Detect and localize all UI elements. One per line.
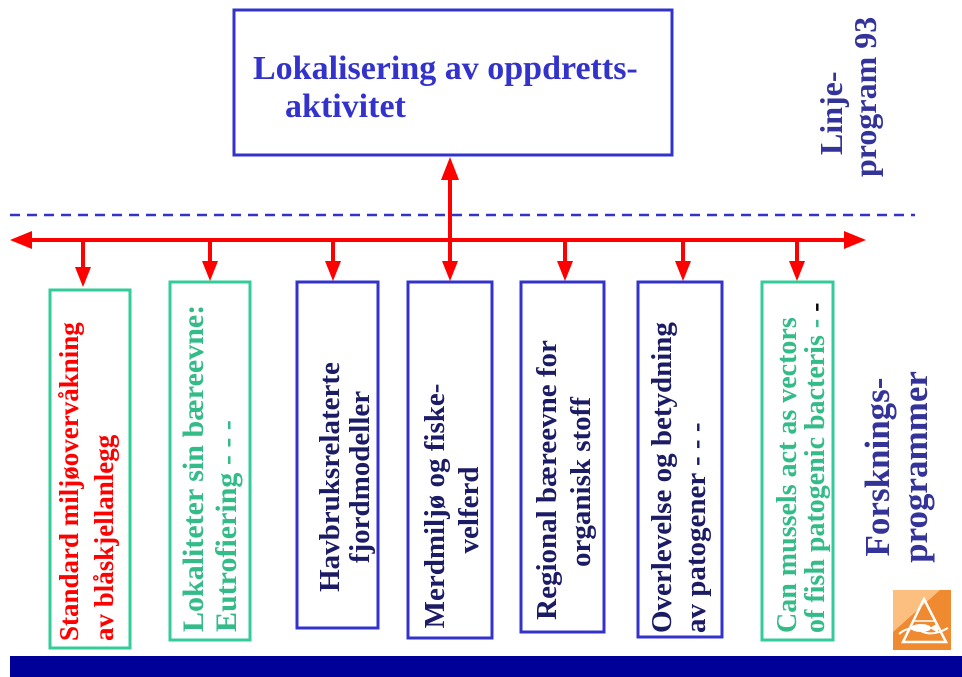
linje-program-label-line-1: Linje-	[813, 71, 849, 155]
logo-highlight	[893, 590, 940, 632]
left-arrowhead	[10, 231, 32, 249]
arrow-down-program-2	[202, 261, 218, 281]
program-box-7-line-2-text: of fish patogenic bacteris -	[800, 319, 831, 633]
fish-pyramid-logo-icon	[893, 590, 951, 650]
title-line-1: Lokalisering av oppdretts-	[253, 50, 638, 87]
program-box-7-line-1: Can mussels act as vectors	[772, 317, 803, 633]
arrow-down-program-7	[789, 261, 805, 281]
program-box-1-line-1: Standard miljøovervåkning	[54, 322, 84, 641]
title-box-frame	[232, 8, 674, 157]
arrow-up-to-title	[441, 157, 459, 180]
program-box-4-line-1: Merdmiljø og fiske-	[419, 384, 451, 629]
program-box-5-group: Regional bæreevne for organisk stoff	[519, 280, 606, 634]
program-box-7	[760, 280, 835, 642]
program-box-3	[295, 280, 380, 630]
program-box-7-group: Can mussels act as vectors of fish patog…	[760, 280, 835, 642]
program-box-1-line-2: av blåskjellanlegg	[89, 434, 119, 641]
program-box-2-line-1: Lokaliteter sin bæreevne:	[177, 305, 210, 632]
arrow-down-program-5	[557, 261, 573, 281]
program-box-6-group: Overlevelse og betydning av patogener - …	[636, 280, 724, 639]
right-arrowhead	[844, 231, 866, 249]
program-box-4	[406, 280, 494, 640]
program-box-6	[636, 280, 724, 639]
logo-fish-tail	[930, 623, 938, 633]
program-box-1	[48, 288, 132, 650]
program-box-3-line-1: Havbruksrelaterte	[314, 362, 346, 592]
arrow-down-program-4	[442, 261, 458, 281]
red-connector	[10, 157, 866, 287]
arrow-down-program-3	[325, 261, 341, 281]
program-box-5	[519, 280, 606, 634]
program-box-2	[168, 280, 252, 642]
program-box-7-line-2: of fish patogenic bacteris - -	[800, 302, 831, 633]
program-box-2-line-2: Eutrofiering - - -	[210, 420, 243, 632]
linje-program-label-line-2: program 93	[847, 17, 883, 177]
forsknings-programmer-label-line-1: Forsknings-	[858, 378, 897, 557]
program-box-1-group: Standard miljøovervåkning av blåskjellan…	[48, 288, 132, 650]
forsknings-programmer-label: Forsknings- programmer	[858, 371, 935, 563]
footer-bar	[10, 656, 962, 677]
program-box-5-line-1: Regional bæreevne for	[531, 340, 563, 620]
forsknings-programmer-label-line-2: programmer	[896, 371, 935, 563]
program-box-3-line-2: fjordmodeller	[344, 391, 376, 563]
program-box-6-line-2: av patogener - - -	[680, 423, 712, 633]
logo-fish-body	[911, 624, 931, 632]
program-box-5-line-2: organisk stoff	[565, 397, 597, 567]
title-box: Lokalisering av oppdretts- aktivitet	[232, 8, 674, 157]
program-box-4-line-2: velferd	[453, 467, 485, 554]
program-box-6-line-1: Overlevelse og betydning	[646, 322, 678, 633]
program-box-4-group: Merdmiljø og fiske- velferd	[406, 280, 494, 640]
program-box-2-group: Lokaliteter sin bæreevne: Eutrofiering -…	[168, 280, 252, 642]
program-box-7-trailing-dash: -	[800, 302, 831, 318]
title-line-2: aktivitet	[285, 88, 407, 125]
arrow-down-program-6	[675, 261, 691, 281]
linje-program-label: Linje- program 93	[813, 17, 883, 177]
arrow-down-program-1	[75, 267, 91, 287]
program-box-3-group: Havbruksrelaterte fjordmodeller	[295, 280, 380, 630]
